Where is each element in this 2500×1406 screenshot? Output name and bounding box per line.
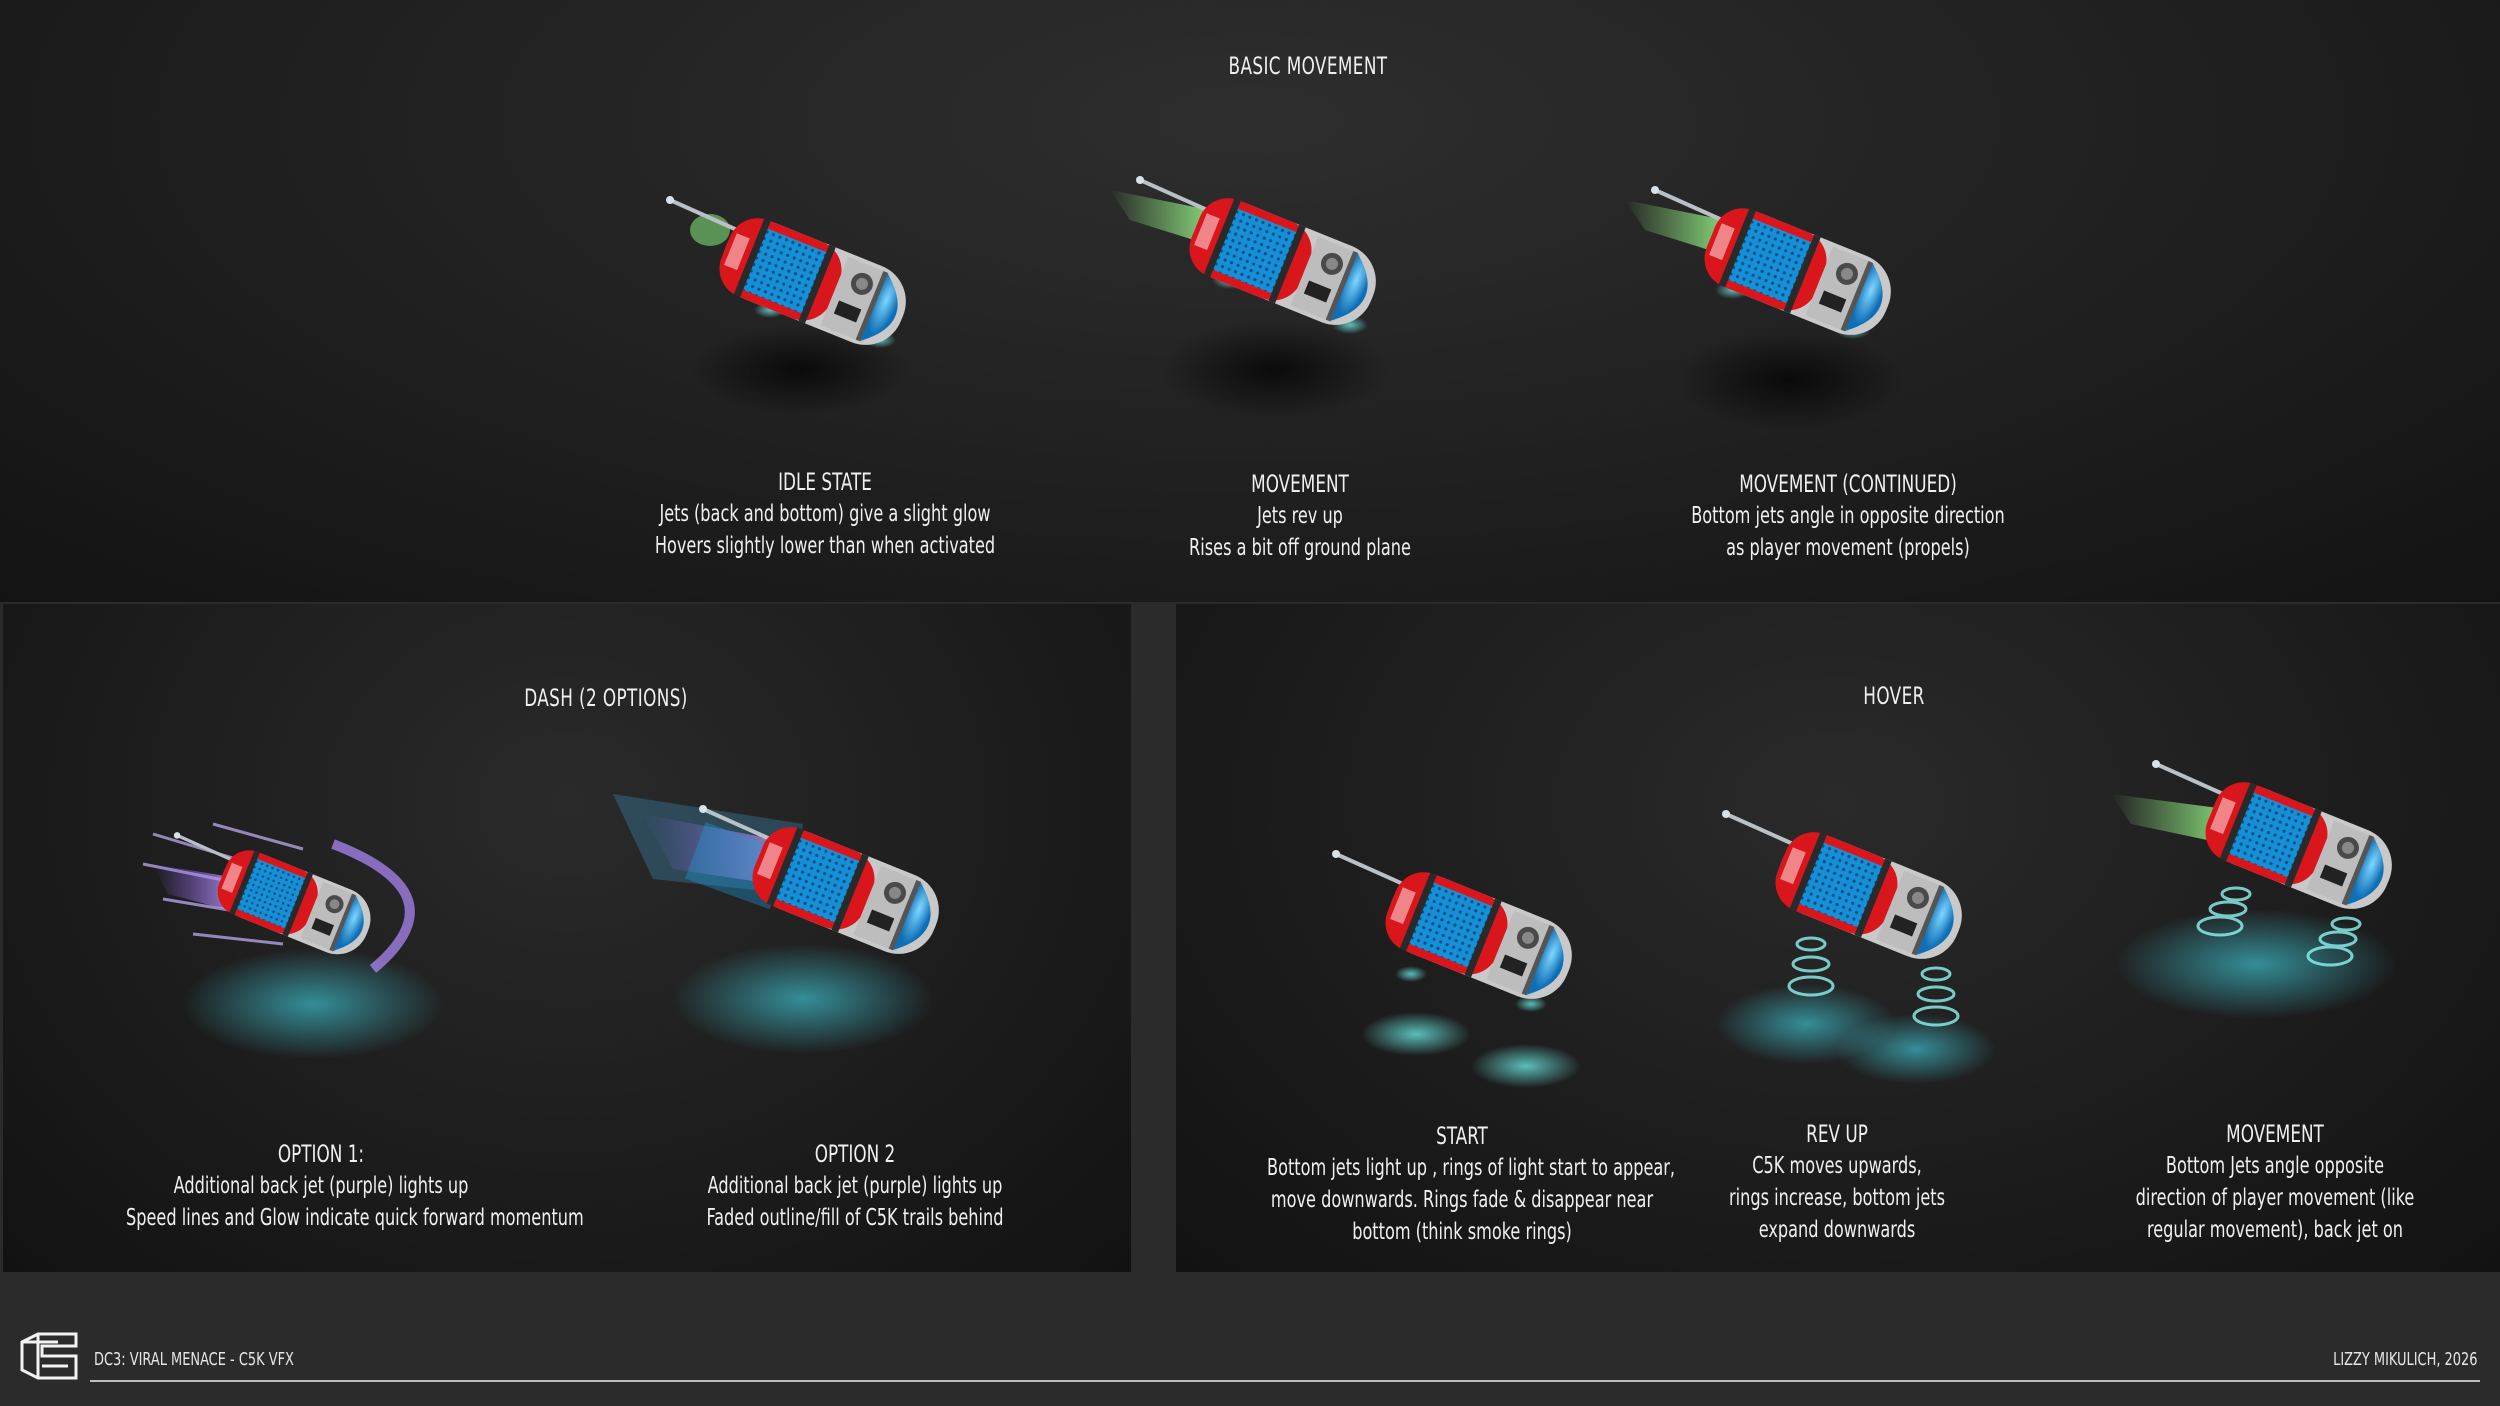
hover-start-line-1: Bottom jets light up , rings of light st… [1267,1155,1676,1181]
dash-option-1-line-1: Additional back jet (purple) lights up [173,1173,469,1199]
hover-movement-pod-image [2111,758,2406,1019]
movement-continued-title: MOVEMENT (CONTINUED) [1739,470,1957,498]
idle-state-title: IDLE STATE [778,468,872,496]
movement-continued-line-1: Bottom jets angle in opposite direction [1691,503,2005,529]
hover-rev-up-line-1: C5K moves upwards, [1752,1153,1922,1179]
movement-title: MOVEMENT [1251,470,1349,498]
hover-movement-line-1: Bottom Jets angle opposite [2165,1153,2385,1179]
dash-option-1-caption: OPTION 1: Additional back jet (purple) l… [126,1138,584,1234]
dash-option-1-title: OPTION 1: [277,1140,365,1168]
hover-rev-up-title: REV UP [1806,1120,1868,1148]
movement-line-2: Rises a bit off ground plane [1189,535,1411,561]
basic-movement-title: BASIC MOVEMENT [1228,52,1388,80]
hover-rev-up-pod-image [1716,808,1996,1084]
hover-movement-title: MOVEMENT [2226,1120,2324,1148]
dash-option-2-caption: OPTION 2 Additional back jet (purple) li… [660,1138,1050,1234]
movement-continued-pod-image [1625,184,1905,430]
movement-line-1: Jets rev up [1257,503,1343,529]
basic-movement-panel: BASIC MOVEMENT IDLE STATE Jets (back and… [0,0,2500,602]
hover-rev-up-caption: REV UP C5K moves upwards, rings increase… [1681,1118,1993,1246]
movement-pod-image [1110,174,1390,420]
dash-option-1-line-2: Speed lines and Glow indicate quick forw… [126,1205,584,1231]
hover-start-line-2: move downwards. Rings fade & disappear n… [1270,1187,1654,1213]
hover-start-pod-image [1330,848,1586,1088]
idle-state-pod-image [664,194,920,415]
dash-option-2-line-1: Additional back jet (purple) lights up [707,1173,1003,1199]
hover-start-caption: START Bottom jets light up , rings of li… [1267,1120,1676,1248]
hover-movement-caption: MOVEMENT Bottom Jets angle opposite dire… [2100,1118,2451,1246]
hover-rev-up-line-2: rings increase, bottom jets [1728,1185,1946,1211]
footer-project-title: DC3: VIRAL MENACE - C5K VFX [94,1349,294,1370]
idle-state-line-2: Hovers slightly lower than when activate… [654,533,996,559]
footer-divider [90,1380,2480,1382]
hover-start-title: START [1436,1122,1488,1150]
idle-state-line-1: Jets (back and bottom) give a slight glo… [659,501,991,527]
dash-option-2-pod-image [613,794,953,1054]
movement-continued-line-2: as player movement (propels) [1726,535,1970,561]
hover-title: HOVER [1863,682,1925,710]
hover-movement-line-2: direction of player movement (like [2135,1185,2415,1211]
dash-option-2-line-2: Faded outline/fill of C5K trails behind [706,1205,1004,1231]
movement-caption: MOVEMENT Jets rev up Rises a bit off gro… [1105,468,1495,564]
hover-rev-up-line-3: expand downwards [1758,1217,1916,1243]
idle-state-caption: IDLE STATE Jets (back and bottom) give a… [630,466,1020,562]
studio-logo-icon [20,1332,78,1380]
movement-continued-caption: MOVEMENT (CONTINUED) Bottom jets angle i… [1653,468,2043,564]
hover-movement-line-3: regular movement), back jet on [2146,1217,2404,1243]
hover-start-line-3: bottom (think smoke rings) [1352,1219,1572,1245]
dash-panel: DASH (2 OPTIONS) OPTION 1: Additional ba… [3,604,1131,1272]
dash-title: DASH (2 OPTIONS) [524,684,688,712]
dash-option-1-pod-image [142,822,443,1059]
footer-credit: LIZZY MIKULICH, 2026 [2333,1349,2478,1370]
hover-panel: HOVER START Bottom jets light up , rings… [1176,604,2500,1272]
dash-option-2-title: OPTION 2 [814,1140,896,1168]
